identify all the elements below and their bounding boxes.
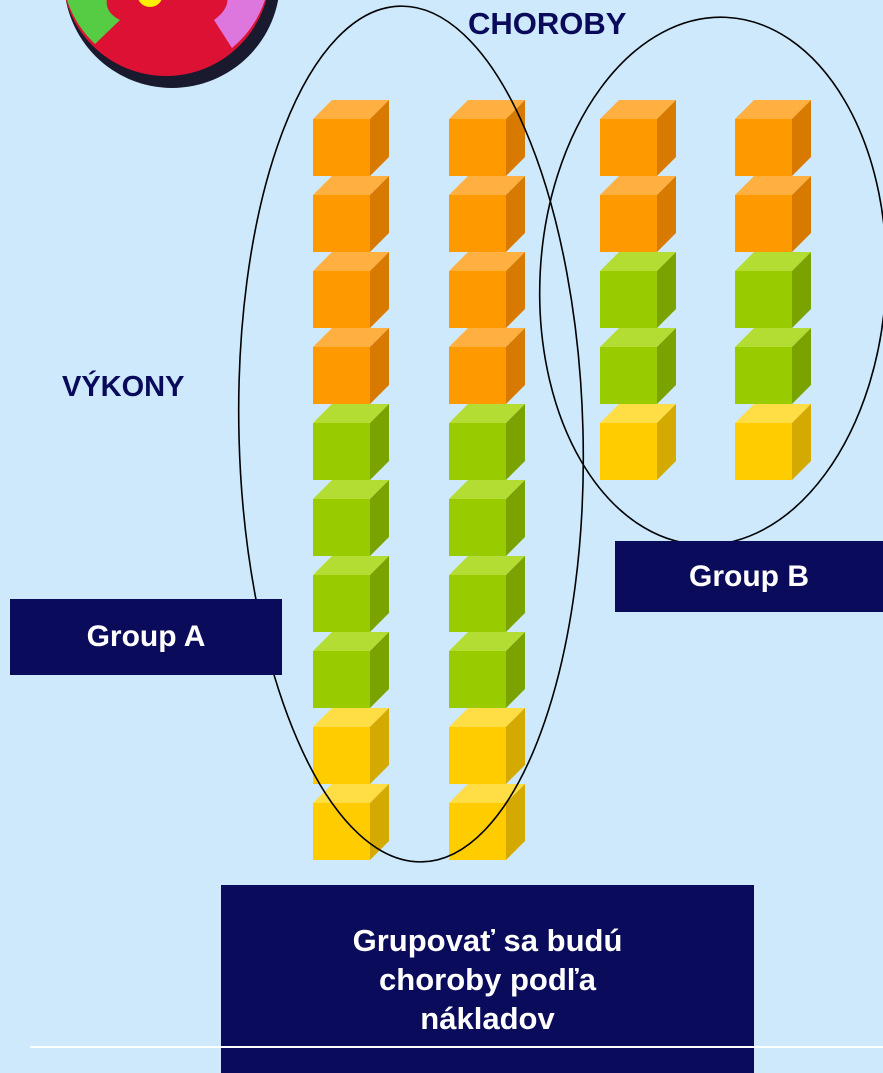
cube-green	[735, 328, 811, 404]
cube-front-face	[735, 195, 792, 252]
cube-front-face	[449, 347, 506, 404]
cube-front-face	[600, 119, 657, 176]
cube-front-face	[735, 119, 792, 176]
cube-yellow	[449, 784, 525, 860]
cube-front-face	[313, 271, 370, 328]
cube-front-face	[449, 651, 506, 708]
cube-front-face	[449, 499, 506, 556]
cube-yellow	[600, 404, 676, 480]
cube-green	[313, 632, 389, 708]
cube-orange	[313, 328, 389, 404]
cube-yellow	[313, 784, 389, 860]
cube-front-face	[449, 119, 506, 176]
choroby-axis-label: CHOROBY	[468, 6, 627, 41]
cube-green	[449, 556, 525, 632]
cube-front-face	[449, 271, 506, 328]
cube-green	[449, 404, 525, 480]
cube-front-face	[313, 423, 370, 480]
cube-front-face	[735, 347, 792, 404]
cube-green	[735, 252, 811, 328]
footer-divider	[30, 1046, 883, 1048]
cube-front-face	[735, 271, 792, 328]
cube-orange	[600, 176, 676, 252]
grouping-note-line-2: choroby podľa	[379, 961, 596, 997]
cube-green	[313, 556, 389, 632]
cube-orange	[449, 328, 525, 404]
grouping-note-line-1: Grupovať sa budú	[352, 922, 623, 958]
cube-orange	[449, 252, 525, 328]
cube-orange	[313, 252, 389, 328]
cube-front-face	[735, 423, 792, 480]
cube-front-face	[449, 195, 506, 252]
cube-front-face	[600, 271, 657, 328]
cube-yellow	[313, 708, 389, 784]
cube-yellow	[735, 404, 811, 480]
cube-green	[313, 404, 389, 480]
cube-green	[600, 252, 676, 328]
cube-orange	[313, 176, 389, 252]
cube-front-face	[600, 195, 657, 252]
cube-green	[313, 480, 389, 556]
cube-front-face	[313, 499, 370, 556]
cube-front-face	[313, 803, 370, 860]
cube-green	[449, 632, 525, 708]
cube-orange	[313, 100, 389, 176]
cube-green	[600, 328, 676, 404]
cube-green	[449, 480, 525, 556]
group-a-label: Group A	[10, 599, 282, 675]
group-b-cubes	[600, 100, 811, 480]
group-b-label: Group B	[615, 541, 883, 612]
cube-orange	[449, 100, 525, 176]
cube-front-face	[313, 195, 370, 252]
cube-front-face	[449, 727, 506, 784]
cube-orange	[735, 100, 811, 176]
group-a-cubes	[313, 100, 525, 860]
cube-front-face	[313, 119, 370, 176]
cube-front-face	[313, 651, 370, 708]
cube-front-face	[600, 347, 657, 404]
cube-front-face	[313, 575, 370, 632]
cube-yellow	[449, 708, 525, 784]
grouping-note: Grupovať sa budú choroby podľa nákladov	[221, 885, 754, 1073]
cube-front-face	[449, 575, 506, 632]
puzzle-logo-icon	[65, 0, 279, 88]
cube-front-face	[313, 727, 370, 784]
cube-front-face	[313, 347, 370, 404]
cube-orange	[449, 176, 525, 252]
cube-front-face	[449, 423, 506, 480]
cube-front-face	[449, 803, 506, 860]
grouping-note-line-3: nákladov	[420, 1000, 555, 1036]
cube-orange	[600, 100, 676, 176]
cube-orange	[735, 176, 811, 252]
cube-front-face	[600, 423, 657, 480]
vykony-axis-label: VÝKONY	[62, 371, 185, 403]
